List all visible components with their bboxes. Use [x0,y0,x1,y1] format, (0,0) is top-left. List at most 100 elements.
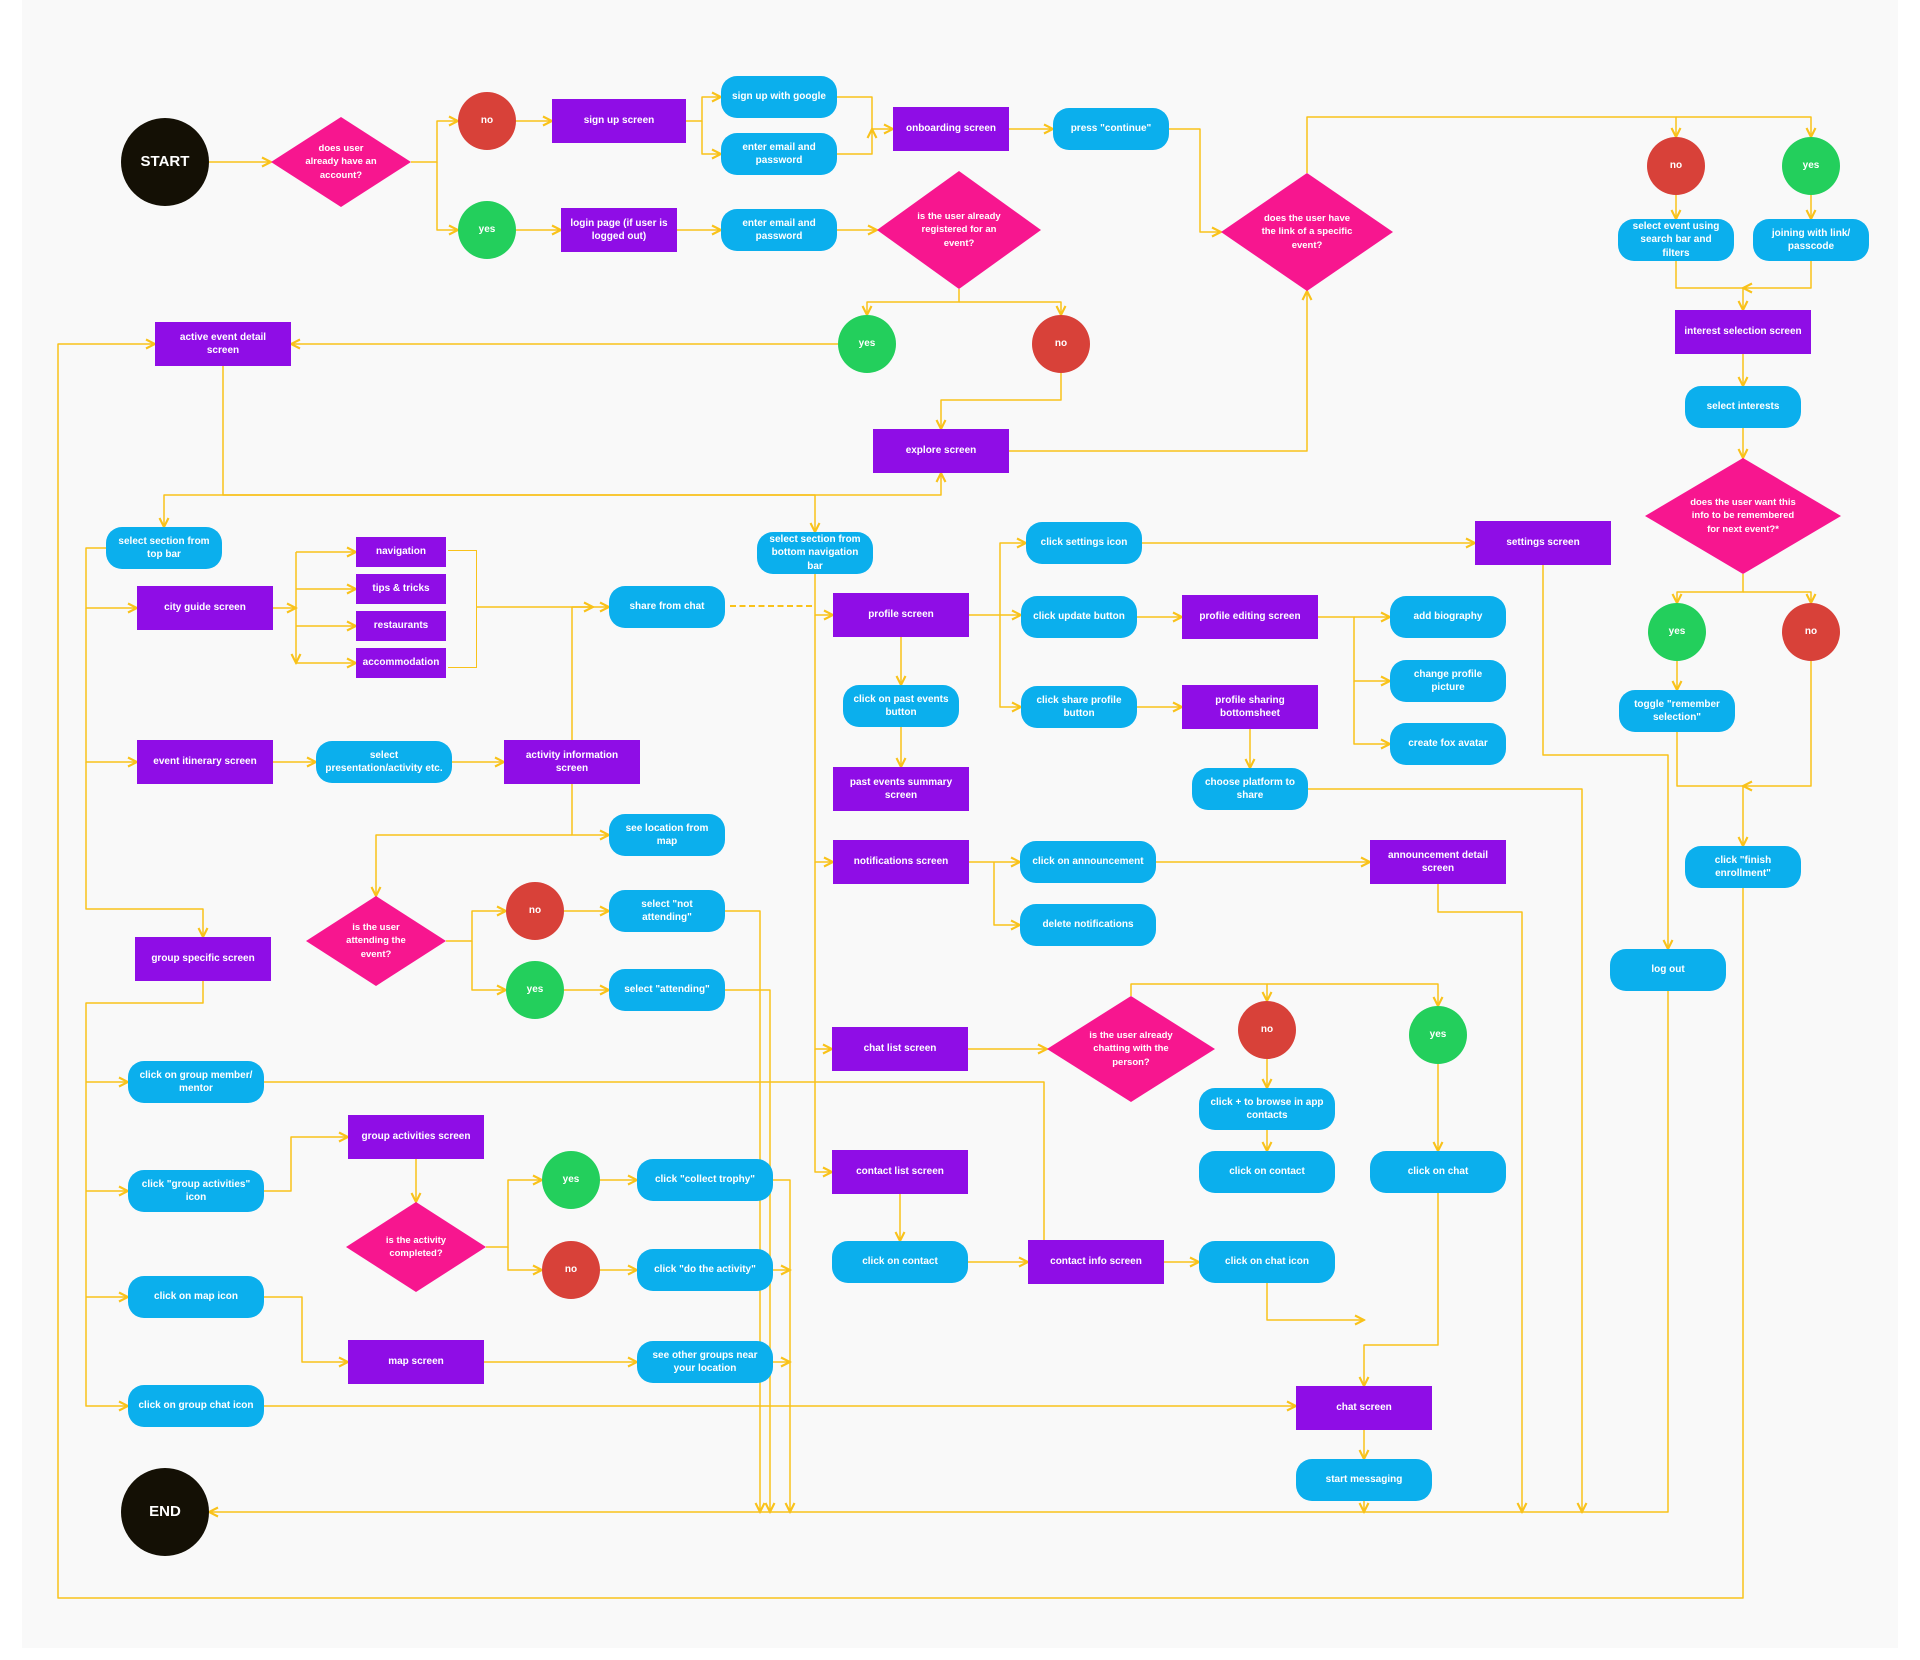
share-from-chat-action: share from chat [609,586,725,628]
connector-60 [264,1137,348,1192]
press-continue-action: press "continue" [1053,108,1169,150]
click-chat-action: click on chat [1370,1151,1506,1193]
connector-13 [867,289,960,315]
connector-27 [1743,591,1811,603]
collect-trophy-action: click "collect trophy" [637,1159,773,1201]
click-contact-action-a: click on contact [1199,1151,1335,1193]
choose-platform-action: choose platform to share [1192,768,1308,810]
connector-74 [814,615,833,862]
start-node: START [121,118,209,206]
city-guide-bracket [448,550,477,668]
restaurants-screen: restaurants [356,611,446,641]
connector-92 [993,862,1020,925]
chat-list-screen: chat list screen [832,1027,968,1071]
click-contact-action-b: click on contact [832,1241,968,1283]
click-chat-icon-action: click on chat icon [1199,1241,1335,1283]
login-page-screen: login page (if user is logged out) [561,208,677,252]
connector-98 [1267,983,1438,1006]
connector-14 [959,301,1061,315]
decision-activity-completed-label: is the activity completed? [385,1234,447,1259]
connector-73 [814,574,833,615]
connector-102 [1364,1193,1439,1386]
flowchart-canvas: START END does user already have an acco… [22,0,1898,1648]
select-top-bar-action: select section from top bar [106,527,222,569]
profile-editing-screen: profile editing screen [1182,595,1318,639]
yes-activity-node: yes [542,1151,600,1209]
click-settings-action: click settings icon [1026,522,1142,564]
share-dashed-link [730,605,812,607]
no-registered-node: no [1032,315,1090,373]
connector-19 [1676,116,1811,137]
create-fox-avatar-action: create fox avatar [1390,723,1506,765]
connector-34 [164,494,223,527]
group-activities-screen: group activities screen [348,1115,484,1159]
yes-attending-node: yes [506,961,564,1019]
no-remember-node: no [1782,603,1840,661]
connector-18 [1306,116,1676,173]
decision-has-link-label: does the user have the link of a specifi… [1261,213,1353,251]
decision-attending: is the user attending the event? [306,896,446,986]
select-attending-action: select "attending" [609,969,725,1011]
yes-link-node: yes [1782,137,1840,195]
sign-up-email-action: enter email and password [721,133,837,175]
select-presentation-action: select presentation/activity etc. [316,741,452,783]
decision-has-link: does the user have the link of a specifi… [1221,173,1393,291]
connector-103 [1266,1283,1364,1320]
decision-chatting-label: is the user already chatting with the pe… [1089,1030,1173,1068]
click-group-activities-action: click "group activities" icon [128,1170,264,1212]
select-event-search-action: select event using search bar and filter… [1618,219,1734,261]
explore-screen: explore screen [873,429,1009,473]
connector-30 [1743,661,1812,786]
decision-activity-completed: is the activity completed? [346,1202,486,1292]
start-messaging-action: start messaging [1296,1459,1432,1501]
connector-8 [837,129,872,155]
decision-chatting: is the user already chatting with the pe… [1047,996,1215,1102]
connector-89 [1308,788,1582,1512]
no-attending-node: no [506,882,564,940]
connector-49 [376,834,572,896]
activity-information-screen: activity information screen [504,740,640,784]
event-itinerary-screen: event itinerary screen [137,740,273,784]
yes-chatting-node: yes [1409,1006,1467,1064]
connector-26 [1677,574,1744,603]
no-chatting-node: no [1238,1001,1296,1059]
end-node: END [121,1468,209,1556]
see-other-groups-action: see other groups near your location [637,1341,773,1383]
map-screen: map screen [348,1340,484,1384]
yes-remember-node: yes [1648,603,1706,661]
connector-10 [1169,128,1221,232]
connector-51 [471,941,506,990]
profile-screen: profile screen [833,593,969,637]
group-specific-screen: group specific screen [135,937,271,981]
log-out-action: log out [1610,949,1726,991]
notifications-screen: notifications screen [833,840,969,884]
connector-16 [941,373,1062,429]
connector-63 [507,1247,542,1270]
sign-up-screen: sign up screen [552,99,686,143]
connector-5 [686,97,721,122]
announcement-detail-screen: announcement detail screen [1370,840,1506,884]
login-email-action: enter email and password [721,209,837,251]
connector-23 [1743,261,1812,288]
decision-has-account-label: does user already have an account? [305,143,377,181]
click-group-member-action: click on group member/ mentor [128,1061,264,1103]
browse-contacts-action: click + to browse in app contacts [1199,1088,1335,1130]
connector-95 [209,991,1669,1512]
chat-screen: chat screen [1296,1386,1432,1430]
click-share-profile-action: click share profile button [1021,686,1137,728]
contact-list-screen: contact list screen [832,1150,968,1194]
toggle-remember-action: toggle "remember selection" [1619,690,1735,732]
past-events-summary-screen: past events summary screen [833,767,969,811]
select-bottom-nav-action: select section from bottom navigation ba… [757,532,873,574]
connector-75 [814,862,832,1049]
no-account-node: no [458,92,516,150]
connector-84 [1318,616,1390,681]
delete-notifications-action: delete notifications [1020,904,1156,946]
decision-attending-label: is the user attending the event? [346,922,406,960]
profile-sharing-sheet-screen: profile sharing bottomsheet [1182,685,1318,729]
click-update-action: click update button [1021,596,1137,638]
settings-screen: settings screen [1475,521,1611,565]
click-map-icon-action: click on map icon [128,1276,264,1318]
connector-29 [1676,732,1743,846]
connector-36 [85,608,137,762]
